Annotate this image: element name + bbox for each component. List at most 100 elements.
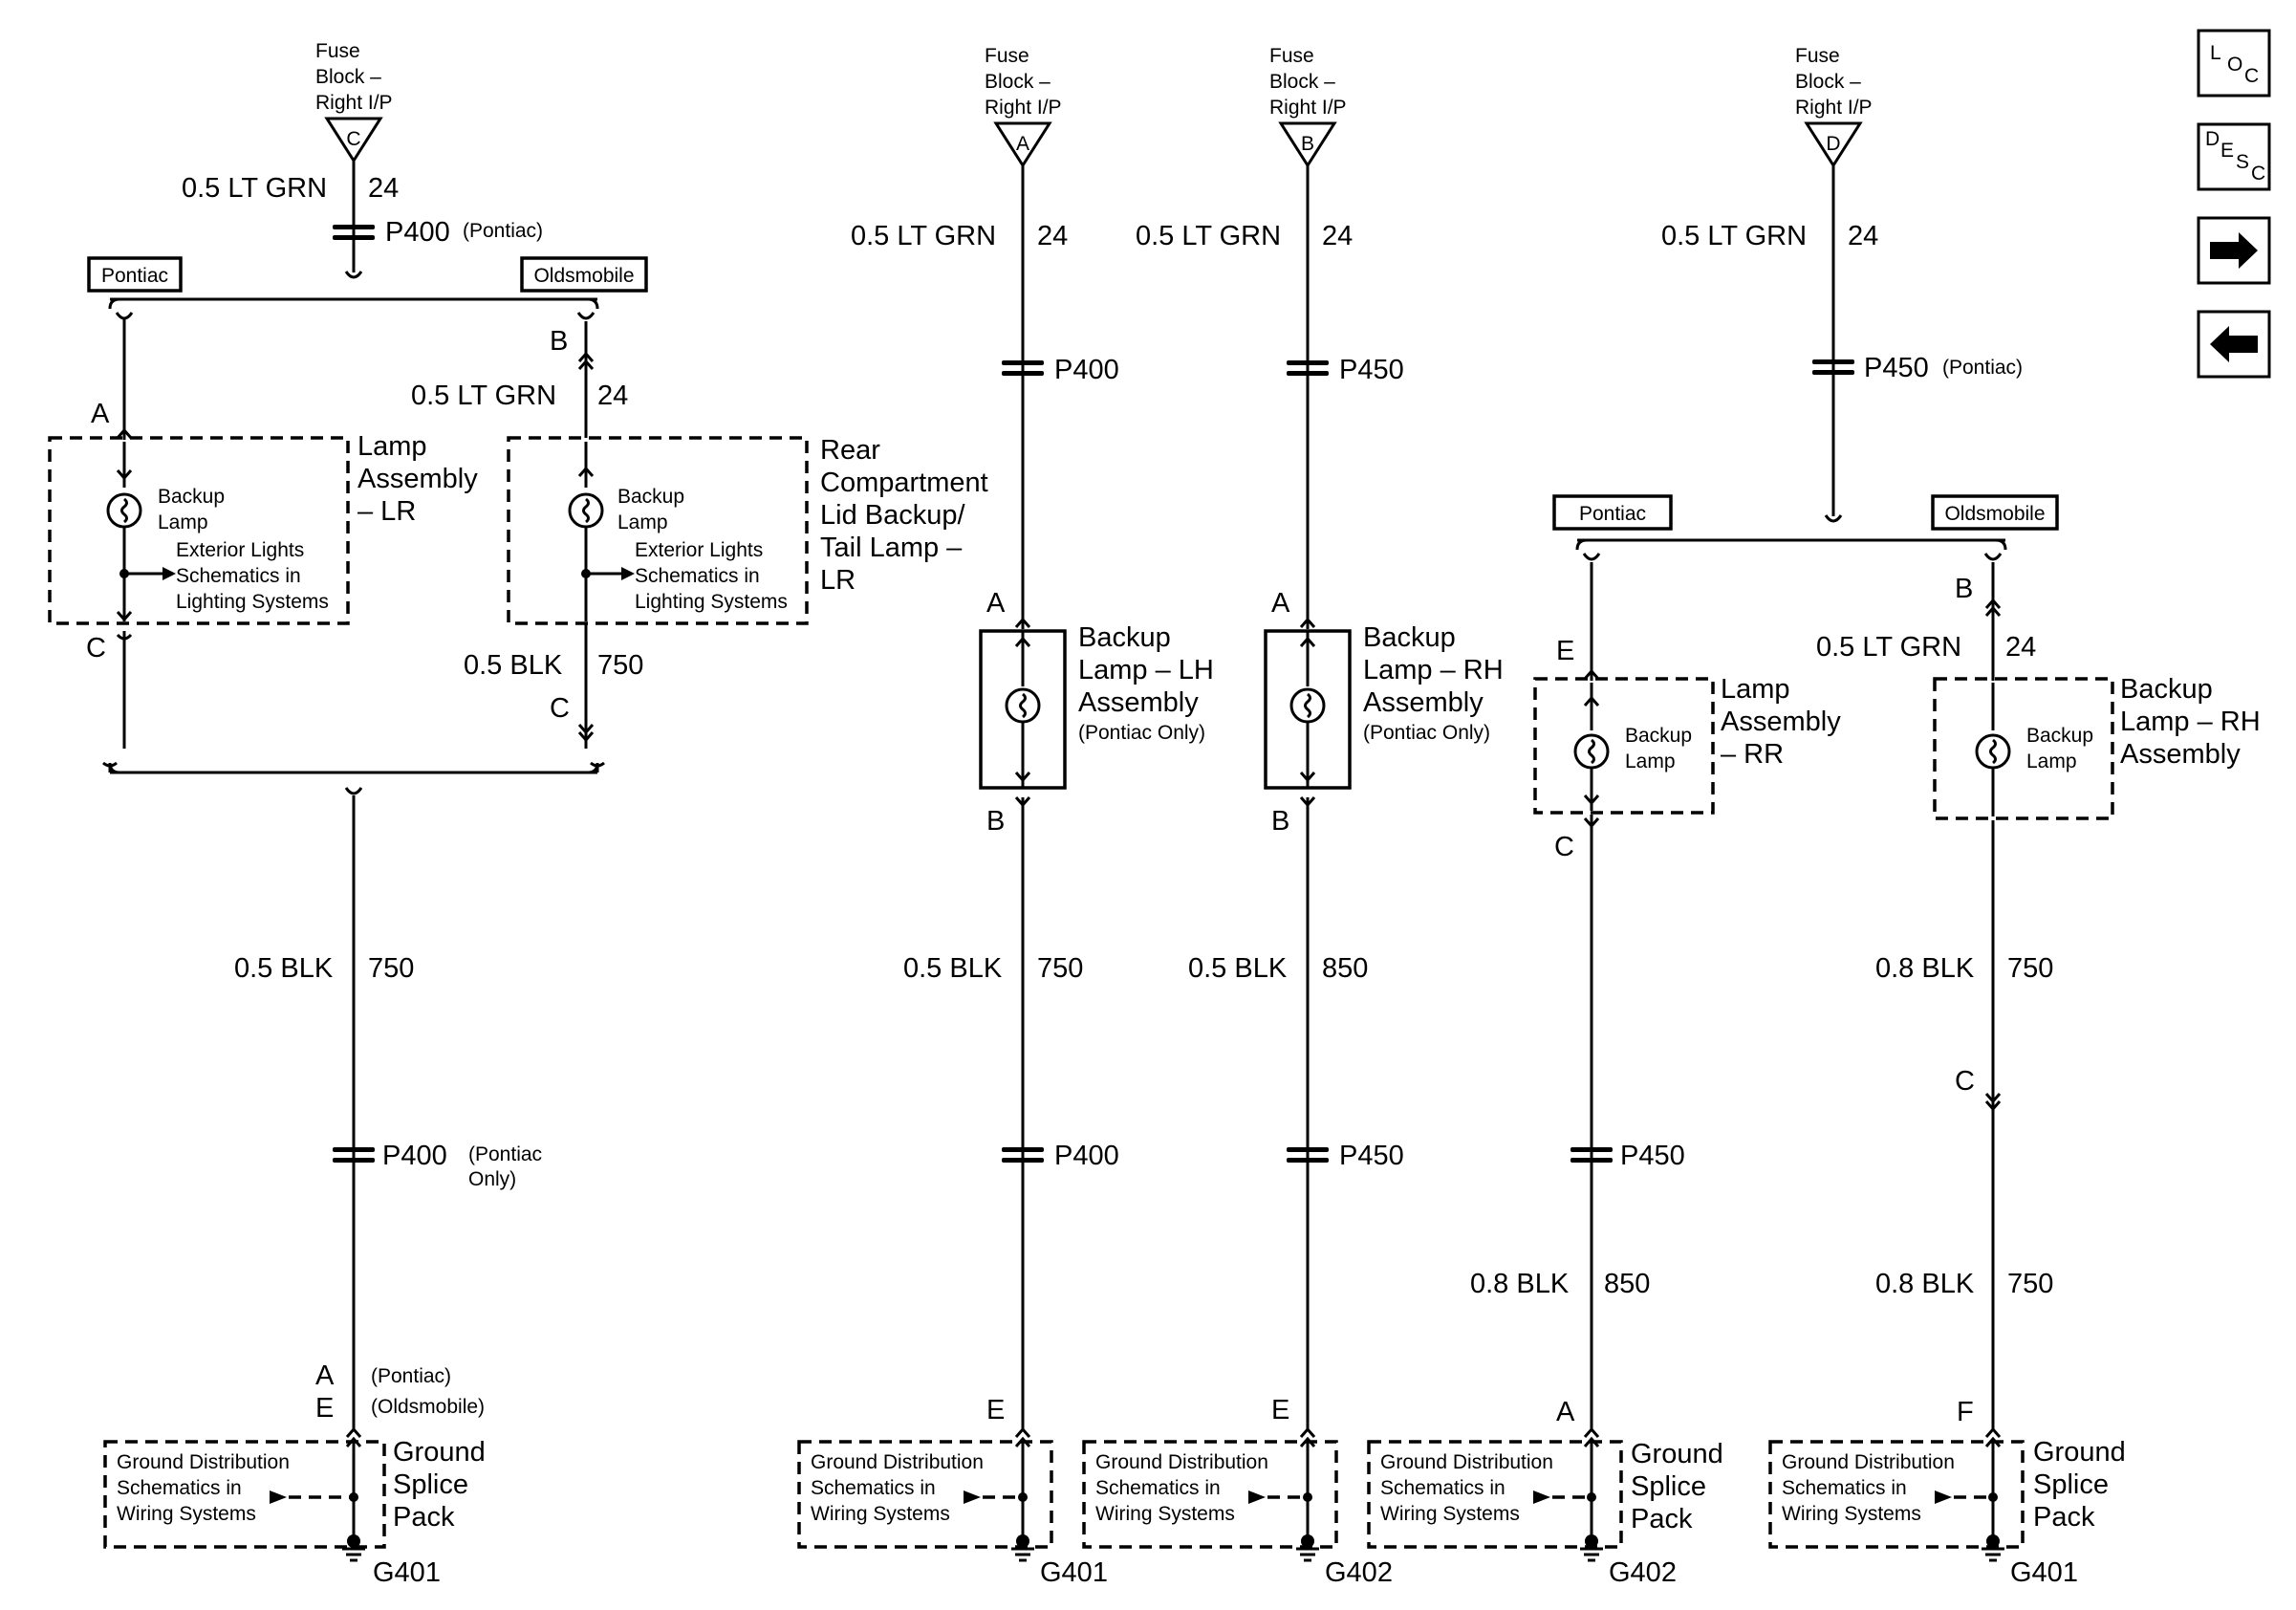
inline-connector-bar (1002, 360, 1044, 365)
pin-label: E (1271, 1395, 1289, 1425)
fuse-triangle (993, 121, 1052, 168)
backup-lamp-rh-assembly-label: Lamp – RH (2120, 707, 2261, 737)
fuse-block-terminal (324, 117, 383, 163)
connector-label: P400 (382, 1141, 447, 1171)
connector-chevron-icon (577, 351, 595, 362)
pontiac-only-note: (Pontiac Only) (1078, 722, 1205, 744)
connector-chevron-icon (345, 1426, 362, 1438)
wire-circuit-label: 24 (1322, 221, 1353, 251)
location-button-letter: L (2210, 42, 2221, 64)
ground-distribution-text: Ground Distribution (1380, 1451, 1553, 1473)
fuse-block-terminal (1278, 121, 1337, 168)
connector-chevron-icon (116, 469, 133, 481)
description-button-letter: D (2205, 128, 2220, 150)
ground-id-label: G401 (1040, 1557, 1108, 1588)
backup-lamp-label: Lamp (1625, 751, 1676, 772)
ground-splice-pack-label: Ground (393, 1437, 486, 1468)
connector-chevron-icon (1583, 1436, 1600, 1447)
connector-label: P400 (1054, 355, 1119, 385)
ground-distribution-box (797, 1440, 1053, 1549)
ground-splice-pack-label: Ground (2033, 1437, 2126, 1468)
connector-chevron-icon (1984, 1436, 2002, 1447)
connector-note: (Pontiac (468, 1143, 542, 1165)
wire-color-label: 0.5 LT GRN (411, 381, 556, 411)
description-button-letter: E (2220, 140, 2234, 162)
ground-distribution-text: Schematics in (117, 1477, 242, 1499)
backup-lamp-assembly-label: Backup (1078, 622, 1171, 653)
backup-lamp-rh-assembly-label: Assembly (2120, 739, 2241, 770)
pin-label: C (1554, 832, 1574, 862)
inline-connector-bar (1002, 1158, 1044, 1163)
ground-distribution-text: Schematics in (1095, 1477, 1221, 1499)
bus-end (102, 761, 118, 768)
pin-label: A (1271, 588, 1290, 619)
exterior-lights-text: Exterior Lights (635, 539, 763, 561)
branch-break-icon (576, 312, 596, 320)
connector-chevron-icon (1583, 1426, 1600, 1438)
description-button-letter: C (2251, 163, 2265, 185)
fuse-block-label: Fuse (985, 45, 1029, 67)
description-button[interactable] (2197, 122, 2271, 191)
connector-chevron-icon (1299, 772, 1316, 783)
ground-distribution-box (103, 1440, 386, 1549)
rear-compartment-label: Rear (820, 435, 880, 466)
fuse-pin-label: B (1301, 133, 1314, 155)
wire-circuit-label: 750 (2007, 953, 2053, 984)
connector-label: P400 (1054, 1141, 1119, 1171)
inline-connector-bar (1002, 371, 1044, 376)
connector-chevron-icon (1299, 636, 1316, 647)
fuse-block-label: Block – (315, 66, 381, 88)
connector-chevron-icon (1984, 605, 2002, 617)
ground-id-label: G402 (1325, 1557, 1393, 1588)
ground-distribution-text: Ground Distribution (1782, 1451, 1955, 1473)
pin-label: C (1955, 1066, 1975, 1097)
branch-break-icon (1582, 553, 1601, 561)
lamp-assembly-rr-box (1533, 677, 1715, 815)
ground-distribution-text: Ground Distribution (117, 1451, 290, 1473)
backup-lamp-assembly-label: Backup (1363, 622, 1456, 653)
connector-label: P450 (1620, 1141, 1685, 1171)
fuse-triangle (1804, 121, 1863, 168)
connector-chevron-icon (1014, 1426, 1031, 1438)
fuse-triangle (324, 117, 383, 163)
wire-color-label: 0.5 LT GRN (1136, 221, 1281, 251)
connector-chevron-icon (1583, 695, 1600, 707)
wire-circuit-label: 24 (1037, 221, 1068, 251)
connector-chevron-icon (577, 731, 595, 743)
ground-distribution-text: Schematics in (811, 1477, 936, 1499)
pin-label: C (86, 633, 106, 664)
lamp-assembly-lr-box (48, 436, 350, 625)
connector-chevron-icon (1984, 1100, 2002, 1112)
bus-end (590, 761, 605, 768)
fuse-block-terminal (993, 121, 1052, 168)
rear-compartment-label: Lid Backup/ (820, 500, 965, 531)
wire-circuit-label: 850 (1604, 1269, 1650, 1299)
ground-distribution-text: Wiring Systems (117, 1503, 256, 1525)
ground-splice-dot (1986, 1534, 2000, 1548)
ground-splice-pack-label: Splice (393, 1469, 468, 1500)
backup-lamp-label: Backup (158, 486, 225, 508)
bus-end (1575, 538, 1588, 551)
lamp-assembly-rr-label: – RR (1721, 739, 1784, 770)
arrow-left-icon (2210, 326, 2258, 362)
fuse-block-label: Right I/P (985, 97, 1062, 119)
oldsmobile-tag (520, 256, 648, 293)
ground-distribution-text: Ground Distribution (1095, 1451, 1268, 1473)
backup-lamp-assembly-label: Lamp – RH (1363, 655, 1504, 685)
wire-color-label: 0.5 BLK (903, 953, 1003, 984)
ground-id-label: G401 (373, 1557, 441, 1588)
wire-circuit-label: 24 (368, 173, 399, 204)
connector-chevron-icon (1014, 772, 1031, 783)
wire-circuit-label: 24 (597, 381, 628, 411)
fuse-block-label: Block – (1795, 71, 1861, 93)
location-button[interactable] (2197, 29, 2271, 98)
inline-connector-bar (1002, 1147, 1044, 1152)
inline-connector-bar (333, 1158, 375, 1163)
branch-break-icon (1824, 514, 1843, 523)
ground-id-label: G401 (2010, 1557, 2078, 1588)
ground-distribution-box (1367, 1440, 1623, 1549)
ground-splice-dot (347, 1534, 360, 1548)
wire-color-label: 0.5 LT GRN (182, 173, 327, 204)
pin-label: B (986, 806, 1005, 837)
connector-chevron-icon (577, 466, 595, 477)
